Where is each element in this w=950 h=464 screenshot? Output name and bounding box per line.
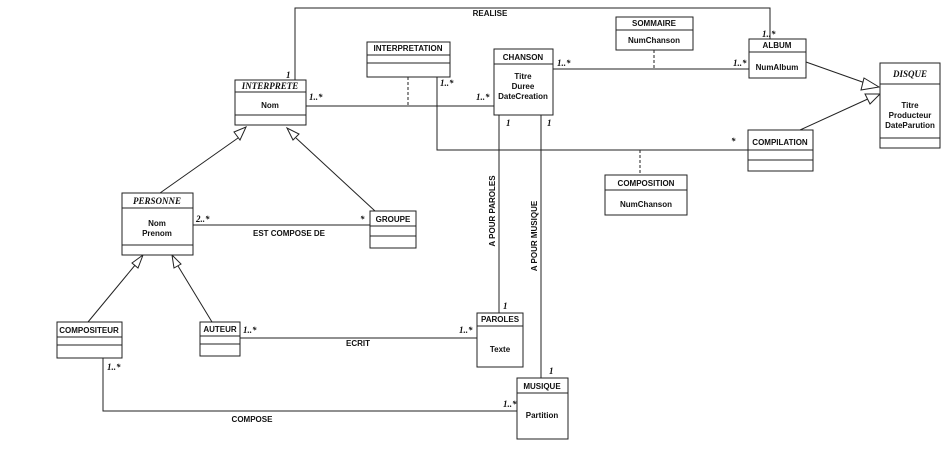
mult-chanson-musique: 1 [547, 118, 552, 128]
mult-album-chanson: 1..* [733, 58, 747, 68]
paroles-attr-texte: Texte [490, 345, 511, 354]
mult-groupe-personne: * [360, 214, 365, 224]
paroles-title: PAROLES [481, 315, 520, 324]
mult-musique-chanson: 1 [549, 366, 554, 376]
compilation-title: COMPILATION [752, 138, 808, 147]
chanson-attr-duree: Duree [512, 82, 535, 91]
mult-realise-interprete: 1 [286, 70, 291, 80]
label-est-compose-de: EST COMPOSE DE [253, 229, 326, 238]
mult-interpretation: 1..* [440, 78, 454, 88]
class-sommaire: SOMMAIRE NumChanson [615, 16, 694, 51]
chanson-title: CHANSON [503, 53, 544, 62]
class-compositeur: COMPOSITEUR [56, 321, 123, 359]
interprete-title: INTERPRETE [241, 81, 299, 91]
groupe-interprete-generalization [295, 137, 376, 212]
auteur-personne-generalization [177, 265, 213, 323]
album-attr-numalbum: NumAlbum [756, 63, 799, 72]
composition-attr-numchanson: NumChanson [620, 200, 672, 209]
compilation-line [436, 77, 748, 151]
interprete-arrow-right [285, 126, 300, 141]
mult-paroles-chanson: 1 [503, 301, 508, 311]
label-compose: COMPOSE [232, 415, 274, 424]
mult-compositeur-musique: 1..* [107, 362, 121, 372]
musique-attr-partition: Partition [526, 411, 559, 420]
mult-realise-album: 1..* [762, 29, 776, 39]
disque-generalization-arrow-1 [860, 77, 881, 91]
personne-interprete-generalization [159, 137, 239, 194]
mult-personne-groupe: 2..* [195, 214, 210, 224]
chanson-attr-datecreation: DateCreation [498, 92, 548, 101]
class-groupe: GROUPE [369, 210, 417, 249]
album-disque-generalization [805, 61, 869, 85]
personne-attr-prenom: Prenom [142, 229, 172, 238]
class-compilation: COMPILATION [747, 129, 814, 172]
interprete-attr-nom: Nom [261, 101, 279, 110]
label-a-pour-paroles: A POUR PAROLES [488, 175, 497, 247]
personne-arrow-right [171, 253, 182, 269]
sommaire-title: SOMMAIRE [632, 19, 677, 28]
disque-attr-dateparution: DateParution [885, 121, 935, 130]
interprete-arrow-left [233, 126, 247, 141]
class-interpretation: INTERPRETATION [366, 41, 451, 78]
realise-line [294, 7, 771, 80]
compositeur-title: COMPOSITEUR [59, 326, 119, 335]
mult-paroles-auteur: 1..* [459, 325, 473, 335]
musique-title: MUSIQUE [523, 382, 561, 391]
interpretation-title: INTERPRETATION [373, 44, 442, 53]
personne-arrow-left [131, 253, 145, 269]
chanson-attr-titre: Titre [514, 72, 532, 81]
disque-attr-titre: Titre [901, 101, 919, 110]
personne-title: PERSONNE [133, 196, 181, 206]
label-a-pour-musique: A POUR MUSIQUE [530, 200, 539, 271]
class-paroles: PAROLES Texte [476, 312, 524, 368]
mult-chanson-album: 1..* [557, 58, 571, 68]
album-title: ALBUM [763, 41, 792, 50]
class-composition: COMPOSITION NumChanson [604, 174, 688, 216]
mult-chanson-interprete: 1..* [476, 92, 490, 102]
groupe-title: GROUPE [376, 215, 411, 224]
disque-title: DISQUE [892, 69, 927, 79]
compositeur-personne-generalization [87, 263, 137, 323]
class-album: ALBUM NumAlbum [748, 38, 807, 79]
mult-chanson-paroles: 1 [506, 118, 511, 128]
mult-auteur-paroles: 1..* [243, 325, 257, 335]
mult-compilation: * [731, 136, 736, 146]
composition-title: COMPOSITION [618, 179, 675, 188]
disque-generalization-arrow-2 [864, 93, 882, 105]
sommaire-attr-numchanson: NumChanson [628, 36, 680, 45]
class-musique: MUSIQUE Partition [516, 377, 569, 440]
class-personne: PERSONNE Nom Prenom [121, 192, 194, 256]
mult-interprete-chanson: 1..* [309, 92, 323, 102]
class-disque: DISQUE Titre Producteur DateParution [879, 62, 941, 149]
compositeur-musique-line [102, 358, 517, 412]
personne-attr-nom: Nom [148, 219, 166, 228]
class-interprete: INTERPRETE Nom [234, 79, 307, 126]
label-ecrit: ECRIT [346, 339, 370, 348]
auteur-title: AUTEUR [203, 325, 237, 334]
disque-attr-producteur: Producteur [889, 111, 932, 120]
compilation-disque-generalization [799, 97, 871, 131]
class-chanson: CHANSON Titre Duree DateCreation [493, 48, 554, 116]
mult-musique-compositeur: 1..* [503, 399, 517, 409]
class-auteur: AUTEUR [199, 321, 241, 357]
label-realise: REALISE [473, 9, 508, 18]
